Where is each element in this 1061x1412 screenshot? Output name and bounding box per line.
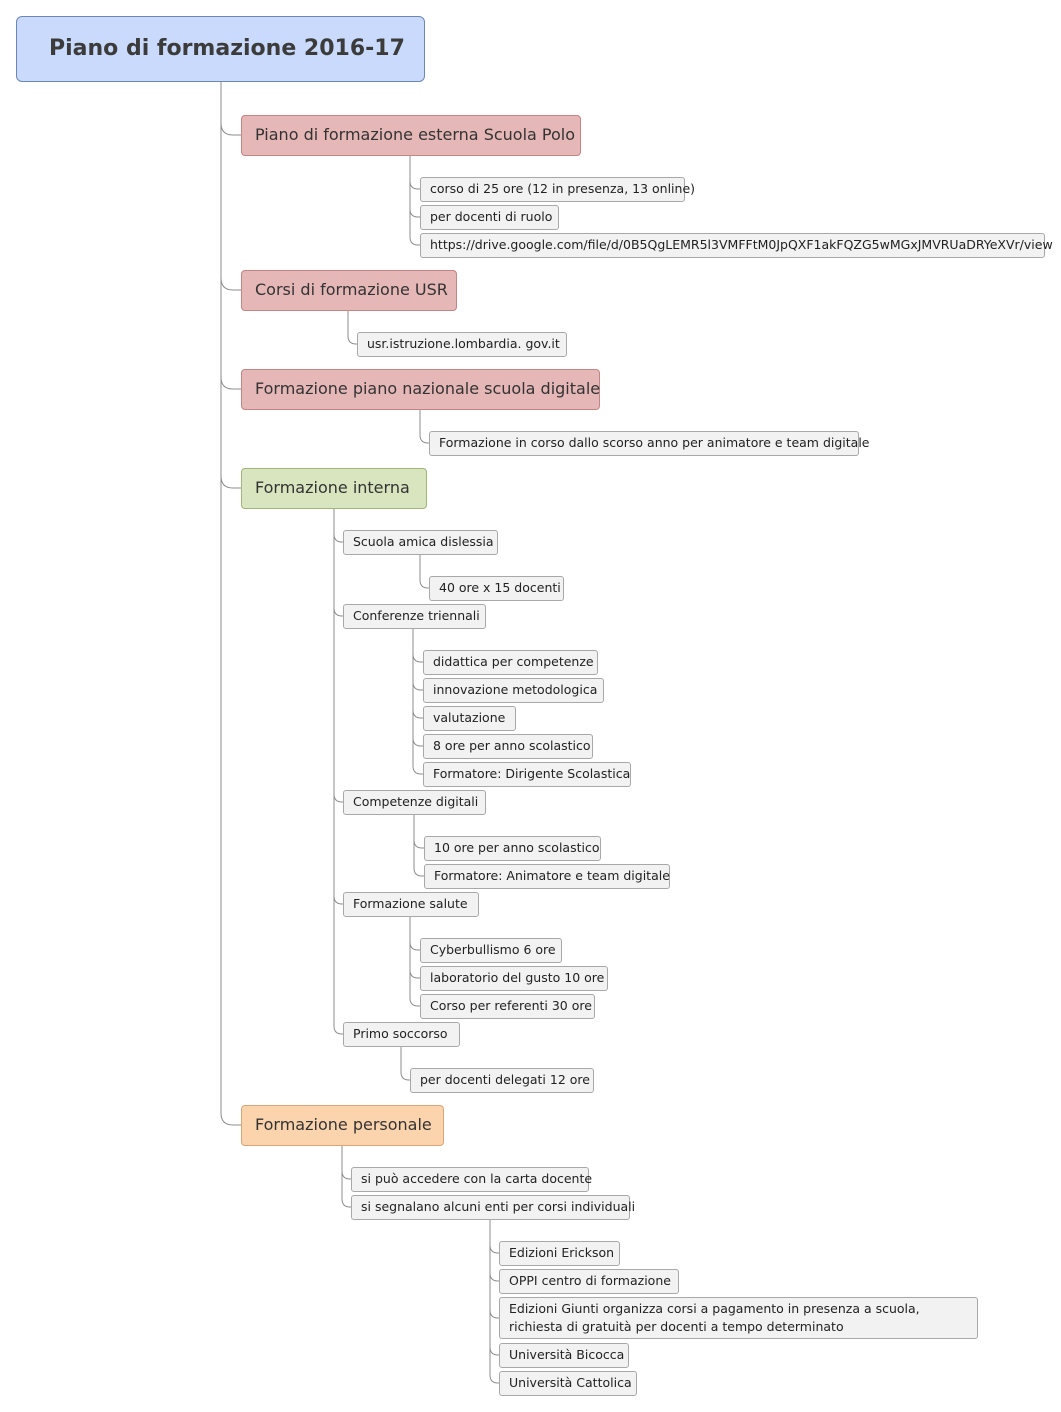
subtopic-scuola-amica-dislessia[interactable]: Scuola amica dislessia bbox=[343, 530, 498, 555]
item-edizioni-erickson[interactable]: Edizioni Erickson bbox=[499, 1241, 620, 1266]
topic-formazione-esterna[interactable]: Piano di formazione esterna Scuola Polo bbox=[241, 115, 581, 156]
item-corso-referenti[interactable]: Corso per referenti 30 ore bbox=[420, 994, 595, 1019]
topic-pnsd[interactable]: Formazione piano nazionale scuola digita… bbox=[241, 369, 600, 410]
subtopic-enti-corsi-individuali[interactable]: si segnalano alcuni enti per corsi indiv… bbox=[351, 1195, 635, 1220]
item-formatore-dirigente[interactable]: Formatore: Dirigente Scolastica bbox=[423, 762, 631, 787]
subtopic-primo-soccorso[interactable]: Primo soccorso bbox=[343, 1022, 460, 1047]
topic-formazione-interna[interactable]: Formazione interna bbox=[241, 468, 427, 509]
subtopic-corso-25-ore[interactable]: corso di 25 ore (12 in presenza, 13 onli… bbox=[420, 177, 695, 202]
subtopic-competenze-digitali[interactable]: Competenze digitali bbox=[343, 790, 486, 815]
item-edizioni-giunti[interactable]: Edizioni Giunti organizza corsi a pagame… bbox=[499, 1297, 978, 1339]
item-formatore-animatore[interactable]: Formatore: Animatore e team digitale bbox=[424, 864, 670, 889]
subtopic-formazione-salute[interactable]: Formazione salute bbox=[343, 892, 479, 917]
subtopic-docenti-di-ruolo[interactable]: per docenti di ruolo bbox=[420, 205, 559, 230]
item-didattica-competenze[interactable]: didattica per competenze bbox=[423, 650, 598, 675]
item-valutazione[interactable]: valutazione bbox=[423, 706, 516, 731]
subtopic-drive-link[interactable]: https://drive.google.com/file/d/0B5QgLEM… bbox=[420, 233, 1053, 258]
item-docenti-delegati[interactable]: per docenti delegati 12 ore bbox=[410, 1068, 594, 1093]
item-laboratorio-gusto[interactable]: laboratorio del gusto 10 ore bbox=[420, 966, 608, 991]
subtopic-animatore-team[interactable]: Formazione in corso dallo scorso anno pe… bbox=[429, 431, 869, 456]
item-40-ore[interactable]: 40 ore x 15 docenti bbox=[429, 576, 564, 601]
item-oppi[interactable]: OPPI centro di formazione bbox=[499, 1269, 679, 1294]
item-universita-cattolica[interactable]: Università Cattolica bbox=[499, 1371, 637, 1396]
root-topic[interactable]: Piano di formazione 2016-17 bbox=[16, 16, 425, 82]
subtopic-carta-docente[interactable]: si può accedere con la carta docente bbox=[351, 1167, 592, 1192]
subtopic-conferenze-triennali[interactable]: Conferenze triennali bbox=[343, 604, 486, 629]
topic-formazione-personale[interactable]: Formazione personale bbox=[241, 1105, 444, 1146]
topic-corsi-usr[interactable]: Corsi di formazione USR bbox=[241, 270, 457, 311]
subtopic-usr-link[interactable]: usr.istruzione.lombardia. gov.it bbox=[357, 332, 567, 357]
item-universita-bicocca[interactable]: Università Bicocca bbox=[499, 1343, 629, 1368]
item-innovazione-metodologica[interactable]: innovazione metodologica bbox=[423, 678, 604, 703]
item-10-ore[interactable]: 10 ore per anno scolastico bbox=[424, 836, 601, 861]
item-cyberbullismo[interactable]: Cyberbullismo 6 ore bbox=[420, 938, 562, 963]
item-8-ore[interactable]: 8 ore per anno scolastico bbox=[423, 734, 593, 759]
